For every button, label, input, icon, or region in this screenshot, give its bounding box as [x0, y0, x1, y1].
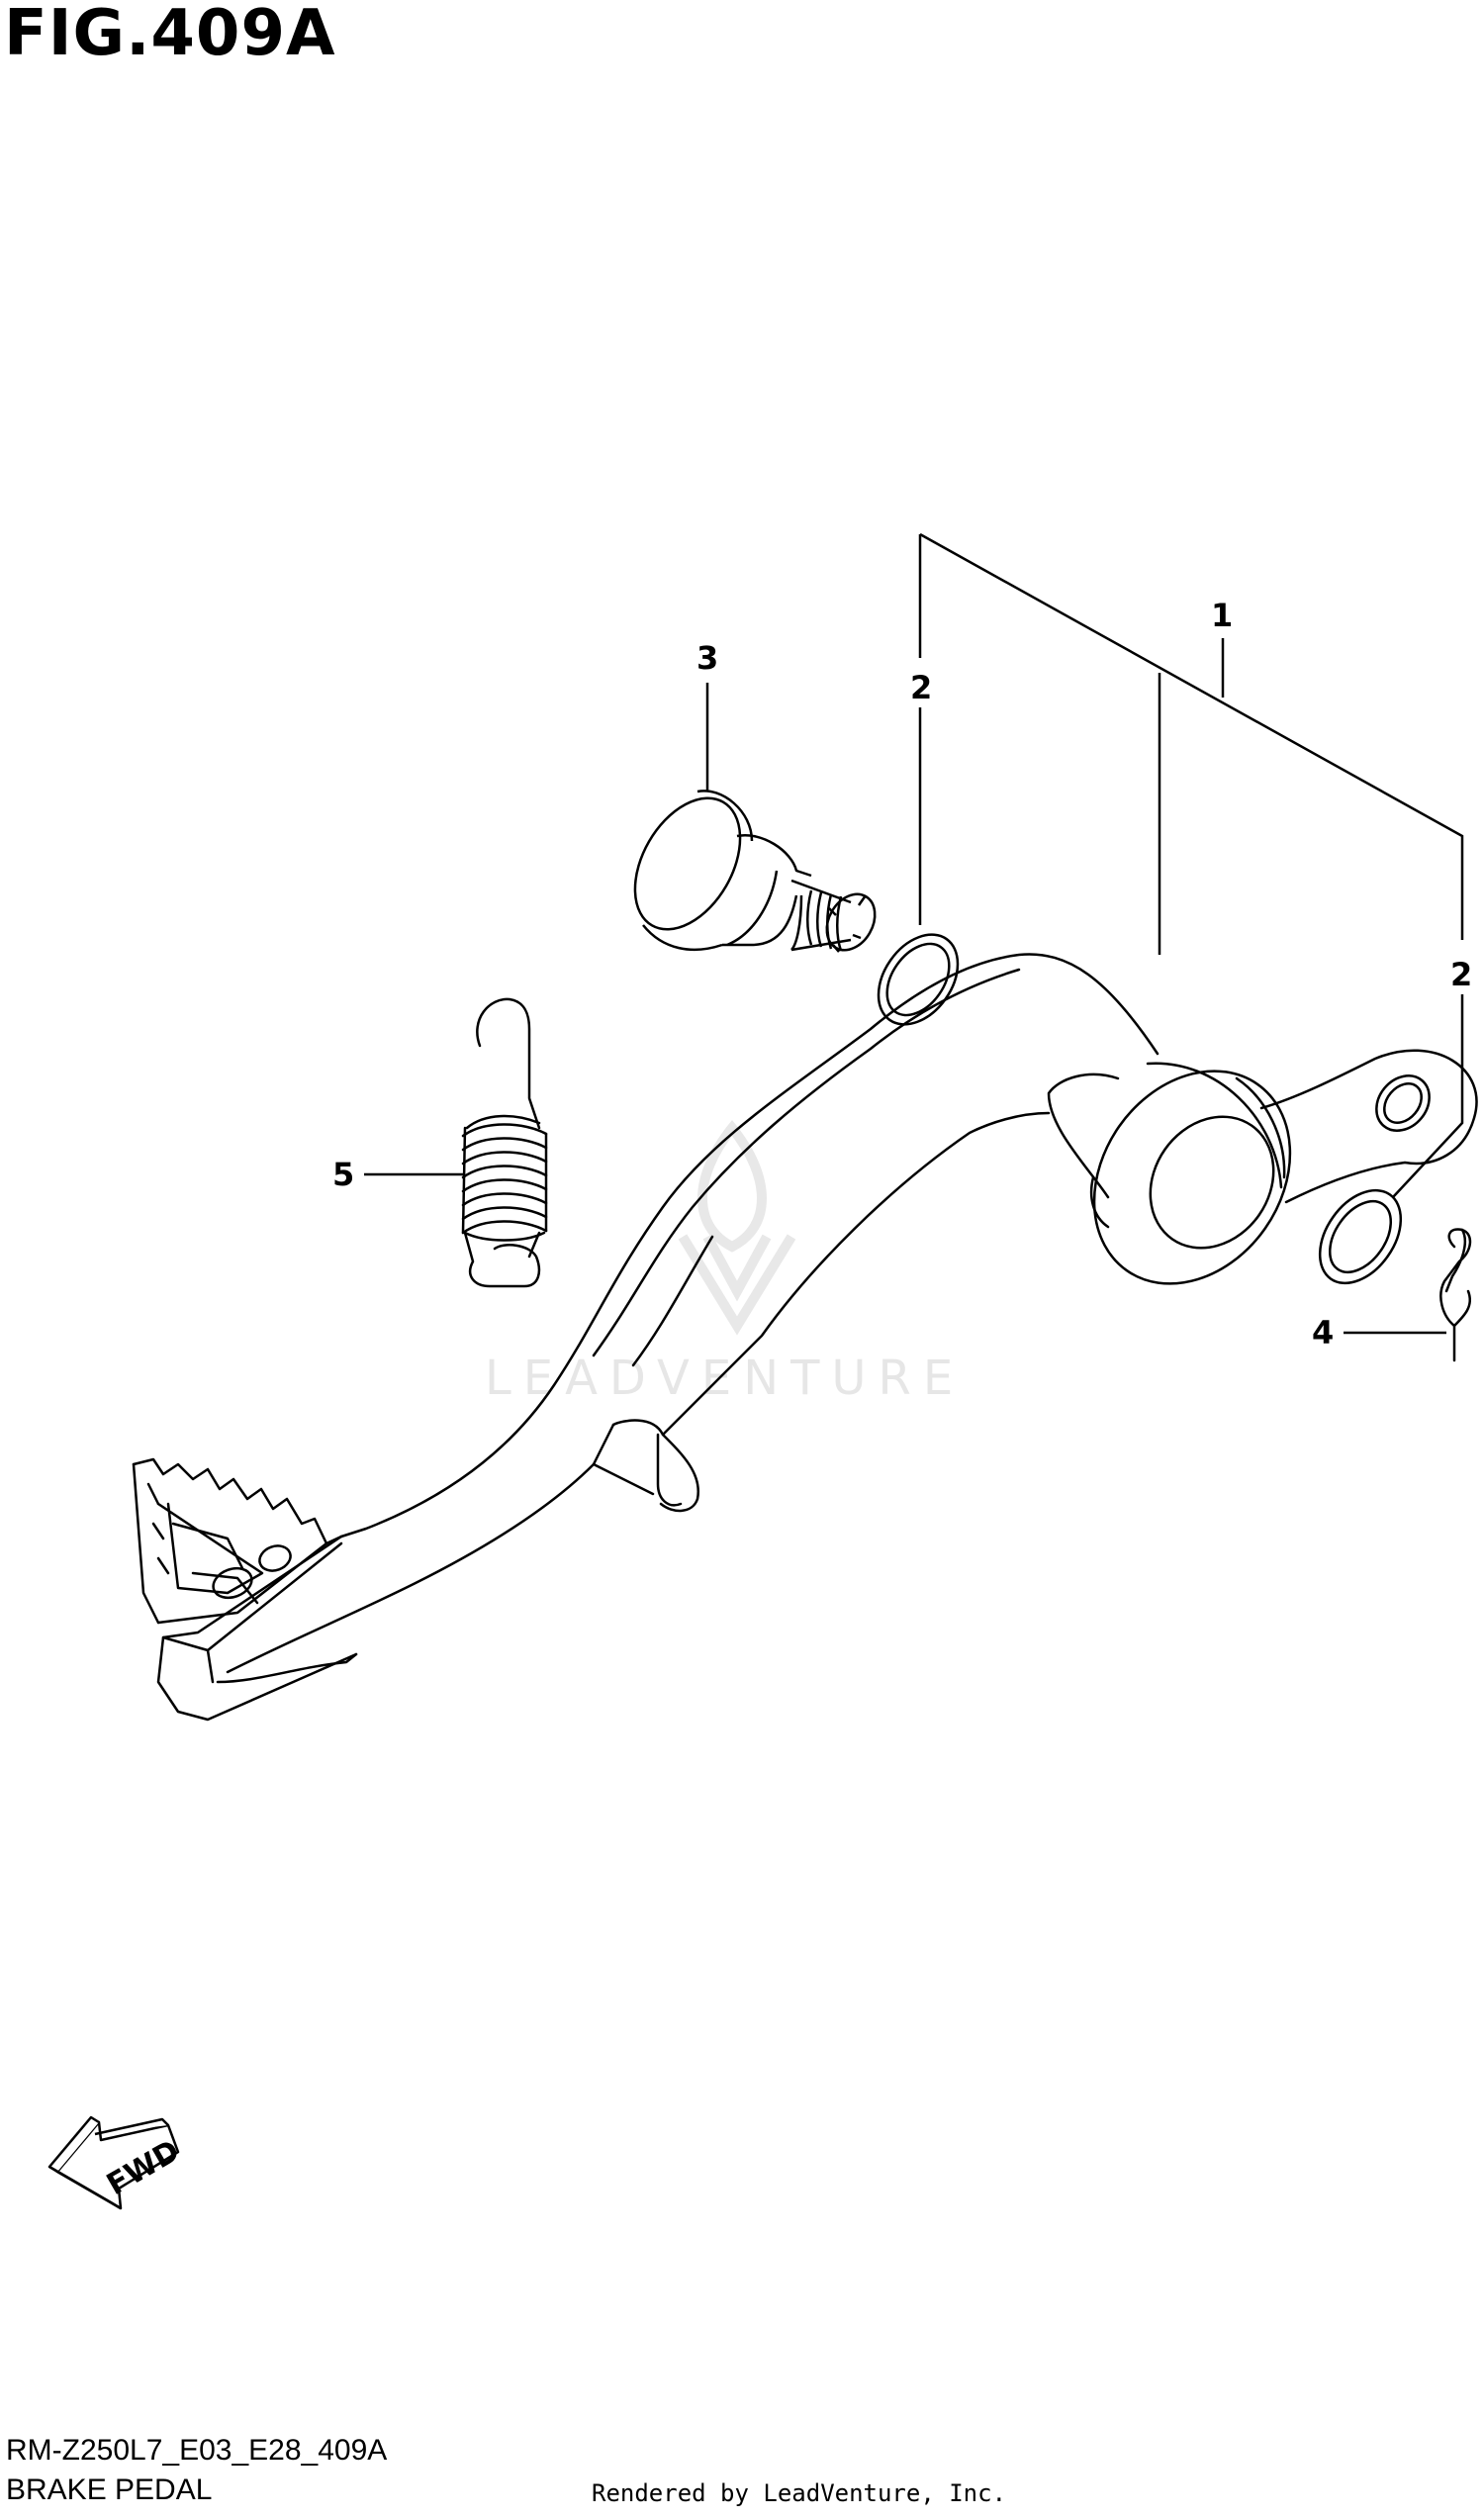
pivot-shaft-part: [633, 790, 877, 953]
figure-title: FIG.409A: [4, 0, 336, 70]
brake-pedal-part: [132, 953, 1478, 1722]
fwd-arrow-icon: [47, 2115, 180, 2210]
leader-lines: [364, 532, 1464, 1335]
callout-2-left: 2: [910, 669, 932, 706]
callout-5: 5: [332, 1156, 354, 1193]
callout-2-right: 2: [1450, 956, 1472, 993]
figure-name: BRAKE PEDAL: [6, 2473, 213, 2506]
cotter-pin-part: [1439, 1228, 1472, 1362]
watermark-logo: [678, 1119, 796, 1336]
o-ring-right: [1318, 1188, 1403, 1285]
return-spring-part: [461, 997, 548, 1288]
o-ring-left: [877, 933, 960, 1026]
figure-code: RM-Z250L7_E03_E28_409A: [6, 2434, 388, 2467]
render-credit: Rendered by LeadVenture, Inc.: [592, 2479, 1007, 2507]
callout-1: 1: [1211, 597, 1233, 634]
callout-4: 4: [1312, 1314, 1334, 1352]
callout-3: 3: [696, 639, 718, 677]
